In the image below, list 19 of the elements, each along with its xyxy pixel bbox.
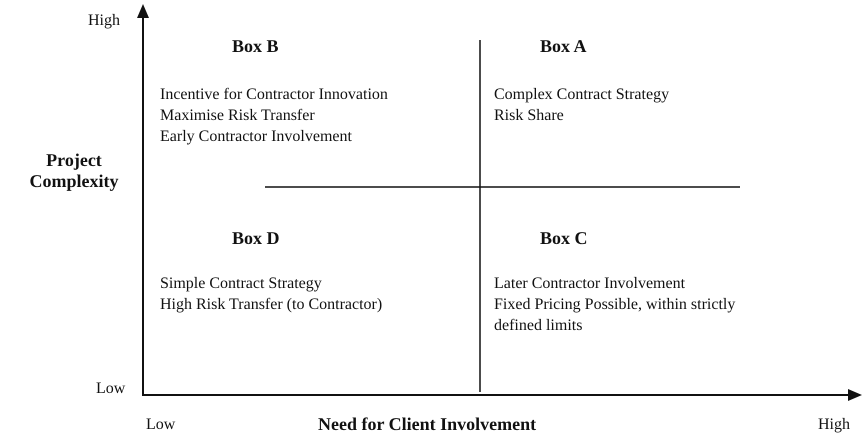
quadrant-title: Box A <box>540 36 587 57</box>
axis-label: Low <box>146 415 176 435</box>
axis-label: Low <box>96 379 126 399</box>
strategy-text: Risk Share <box>494 106 564 126</box>
strategy-text: Later Contractor Involvement <box>494 274 686 294</box>
axis-title: Project Complexity <box>28 150 120 192</box>
quadrant-title: Box B <box>232 36 279 57</box>
quadrant-title: Box D <box>232 228 280 249</box>
strategy-text: Maximise Risk Transfer <box>160 106 315 126</box>
axis-title: Need for Client Involvement <box>318 414 536 435</box>
strategy-text: Simple Contract Strategy <box>160 274 322 294</box>
strategy-text: Complex Contract Strategy <box>494 85 670 105</box>
strategy-text: High Risk Transfer (to Contractor) <box>160 295 382 315</box>
axis-label: High <box>818 415 850 435</box>
strategy-text: Early Contractor Involvement <box>160 127 352 147</box>
strategy-text: Fixed Pricing Possible, within strictly defined limits <box>494 295 736 336</box>
axis-label: High <box>88 11 120 31</box>
quadrant-title: Box C <box>540 228 588 249</box>
strategy-text: Incentive for Contractor Innovation <box>160 85 388 105</box>
